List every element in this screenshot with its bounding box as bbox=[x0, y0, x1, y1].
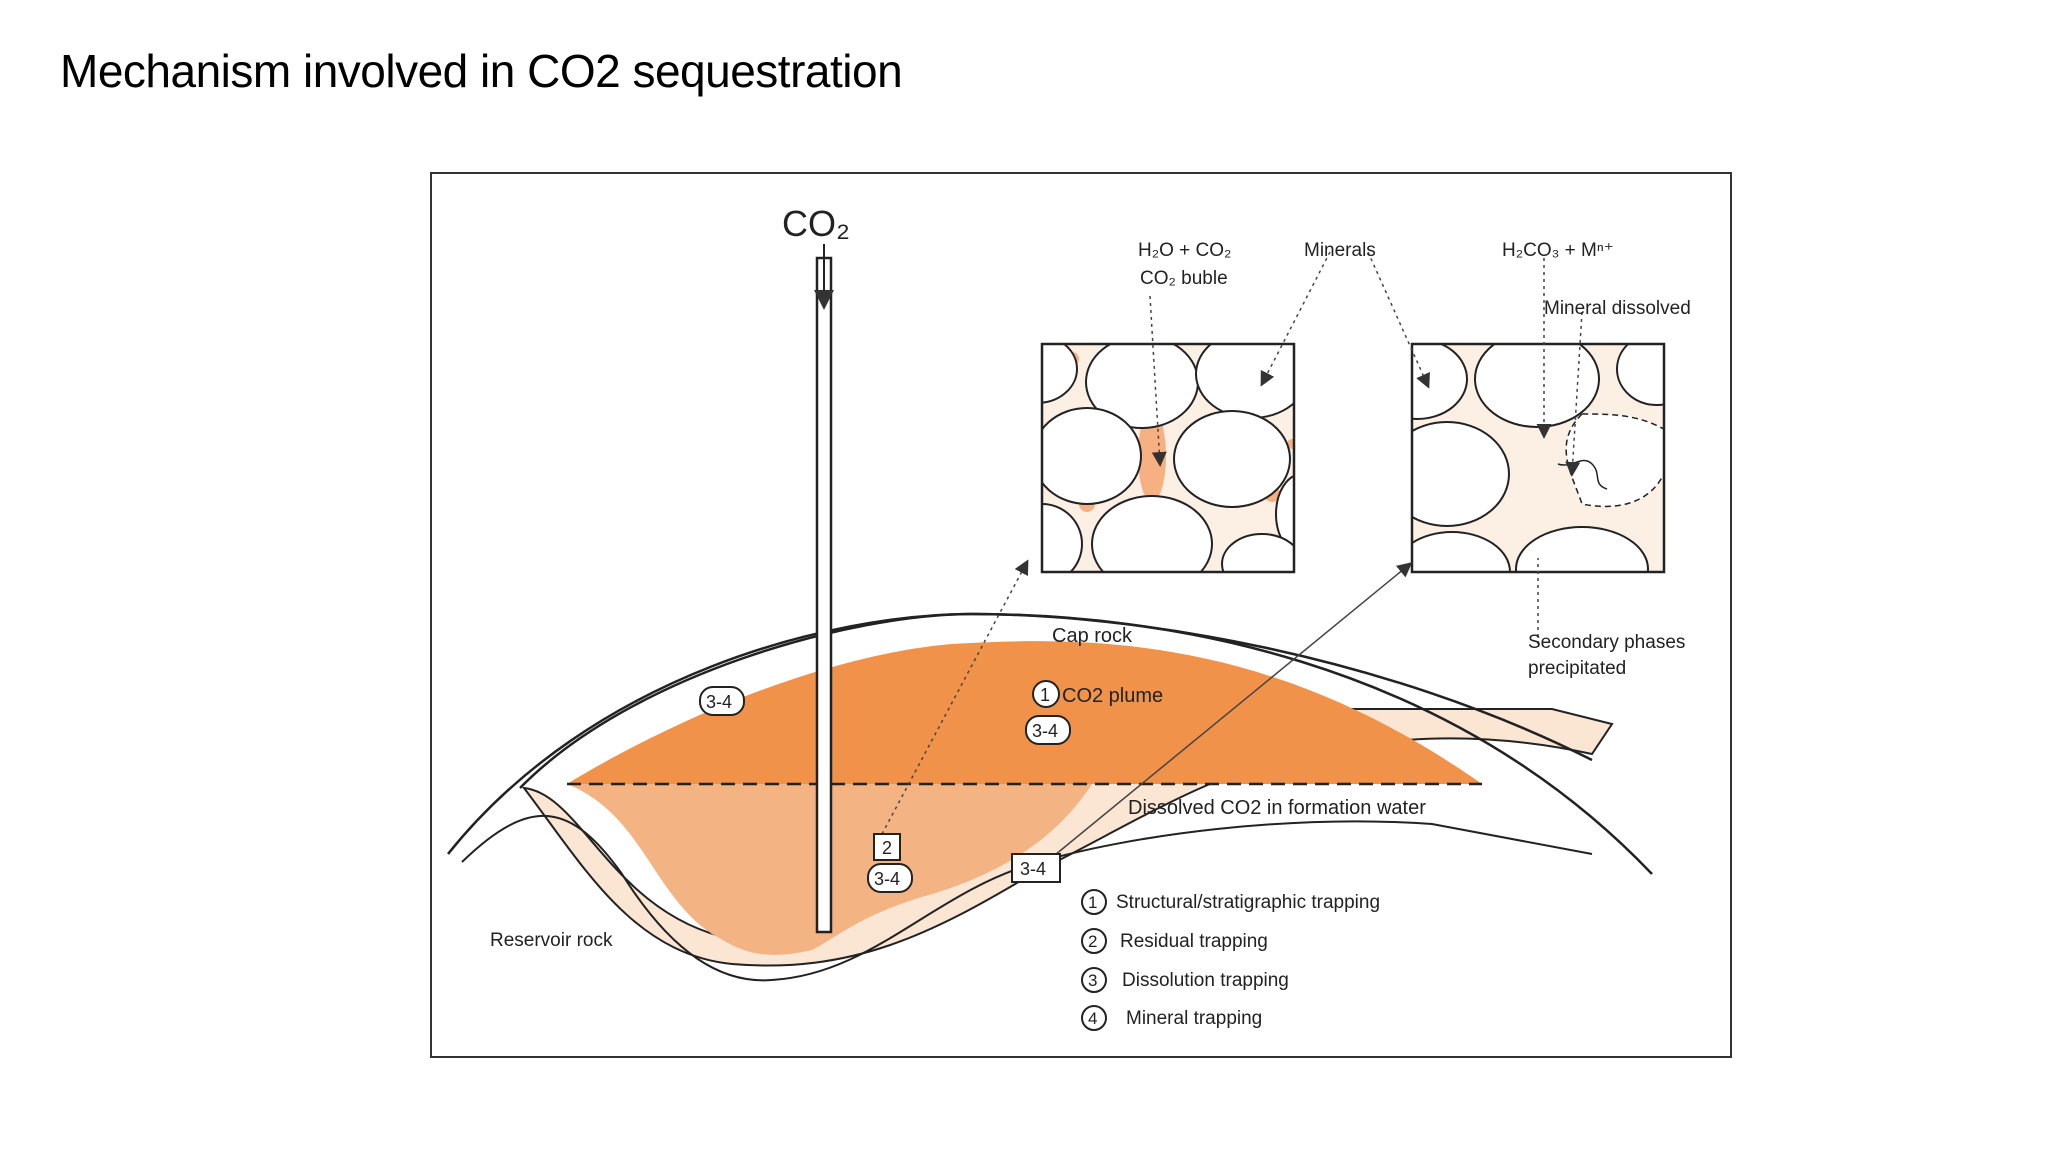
badge-left-34: 3-4 bbox=[699, 686, 745, 716]
badge-residual-34: 3-4 bbox=[867, 863, 913, 893]
co2-plume bbox=[567, 641, 1482, 784]
svg-text:3-4: 3-4 bbox=[1020, 859, 1046, 879]
badge-plume-34: 3-4 bbox=[1025, 715, 1071, 745]
injection-well bbox=[815, 256, 833, 934]
legend: 1 Structural/stratigraphic trapping 2 Re… bbox=[1081, 889, 1380, 1031]
cap-rock-outer bbox=[447, 612, 1653, 875]
label-cap-rock: Cap rock bbox=[1052, 625, 1133, 647]
label-co2-plume: CO2 plume bbox=[1062, 685, 1163, 707]
label-co2-bubble: CO₂ buble bbox=[1140, 268, 1228, 289]
legend-item-residual: 2 Residual trapping bbox=[1081, 928, 1268, 954]
pore-detail-dissolution bbox=[1042, 344, 1294, 572]
badge-dissolved-34: 3-4 bbox=[1011, 853, 1061, 883]
svg-text:Structural/stratigraphic trapp: Structural/stratigraphic trapping bbox=[1116, 892, 1380, 913]
svg-text:3-4: 3-4 bbox=[874, 869, 900, 889]
legend-item-structural: 1 Structural/stratigraphic trapping bbox=[1081, 889, 1380, 915]
label-secondary-1: Secondary phases bbox=[1528, 632, 1685, 653]
co2-sequestration-diagram: CO₂ bbox=[430, 172, 1732, 1058]
label-mineral-dissolved: Mineral dissolved bbox=[1544, 298, 1691, 319]
legend-item-dissolution: 3 Dissolution trapping bbox=[1081, 967, 1289, 993]
svg-text:4: 4 bbox=[1088, 1009, 1097, 1028]
label-minerals: Minerals bbox=[1304, 240, 1376, 261]
svg-text:Dissolution trapping: Dissolution trapping bbox=[1122, 970, 1289, 991]
svg-text:1: 1 bbox=[1088, 893, 1097, 912]
svg-text:Mineral trapping: Mineral trapping bbox=[1126, 1008, 1262, 1029]
injection-label: CO₂ bbox=[782, 203, 850, 244]
svg-text:1: 1 bbox=[1040, 685, 1050, 705]
svg-text:2: 2 bbox=[882, 838, 892, 858]
label-h2o-co2: H₂O + CO₂ bbox=[1138, 240, 1231, 261]
badge-residual-2: 2 bbox=[873, 833, 901, 861]
label-dissolved-co2: Dissolved CO2 in formation water bbox=[1128, 797, 1426, 819]
label-reservoir-rock: Reservoir rock bbox=[490, 930, 613, 951]
svg-text:2: 2 bbox=[1088, 932, 1097, 951]
legend-item-mineral: 4 Mineral trapping bbox=[1081, 1005, 1262, 1031]
label-h2co3: H₂CO₃ + Mⁿ⁺ bbox=[1502, 240, 1614, 261]
slide-title: Mechanism involved in CO2 sequestration bbox=[60, 45, 903, 97]
label-secondary-2: precipitated bbox=[1528, 658, 1626, 679]
badge-plume-1: 1 bbox=[1032, 680, 1060, 708]
svg-text:3-4: 3-4 bbox=[706, 692, 732, 712]
pore-detail-mineral bbox=[1412, 344, 1664, 572]
reservoir-base bbox=[461, 814, 1593, 982]
svg-text:3-4: 3-4 bbox=[1032, 721, 1058, 741]
svg-text:3: 3 bbox=[1088, 971, 1097, 990]
svg-text:Residual trapping: Residual trapping bbox=[1120, 931, 1268, 952]
